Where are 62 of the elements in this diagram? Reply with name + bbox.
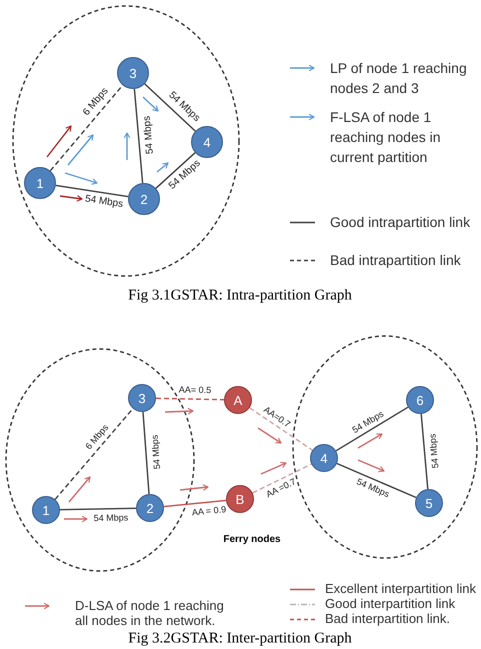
link-line <box>144 83 196 132</box>
node-circle <box>415 489 443 517</box>
node-label: 2 <box>140 192 148 206</box>
legend-text: D-LSA of node 1 reaching all nodes in the network. <box>75 598 225 628</box>
node-circle <box>136 494 164 522</box>
node-label: A <box>234 394 242 406</box>
node-circle <box>406 386 434 414</box>
legend-text: F-LSA of node 1 reaching nodes in current partition <box>330 108 442 167</box>
edge-label: 54 Mbps <box>355 476 392 500</box>
dashed-link-line <box>54 408 134 500</box>
legend-text: Bad intrapartition link <box>330 251 461 270</box>
legend-text: Good intrapartition link <box>330 213 470 232</box>
edge-label: 54 Mbps <box>350 408 386 436</box>
link-line <box>420 414 428 490</box>
link-line <box>155 152 196 189</box>
link-line <box>336 406 408 452</box>
node-label: 2 <box>146 502 154 514</box>
node-label: 4 <box>320 452 328 464</box>
node-label: 1 <box>42 504 50 516</box>
edge-label: AA = 0.9 <box>192 504 227 518</box>
partition-ellipse <box>12 5 240 277</box>
node-label: B <box>236 492 244 506</box>
link-line <box>164 500 226 508</box>
legend-text: Good interpartition link <box>325 596 456 611</box>
node-circle <box>117 57 149 89</box>
link-line <box>56 184 128 198</box>
node-circle <box>32 496 60 524</box>
edge-label: 54 Mbps <box>150 434 162 470</box>
legend-text: Bad interpartition link. <box>325 611 450 626</box>
edge-label: 54 Mbps <box>84 193 124 211</box>
legend-text: Excellent interpartition link <box>325 581 476 596</box>
dashed-link-line <box>50 84 124 172</box>
node-circle <box>224 386 252 414</box>
node-label: 1 <box>36 176 44 190</box>
node-label: 4 <box>203 136 211 148</box>
node-circle <box>128 183 160 215</box>
dashed-link-line <box>156 398 224 400</box>
node-circle <box>128 384 156 412</box>
edge-label: 54 Mbps <box>141 115 156 155</box>
link-line <box>60 508 136 510</box>
link-line <box>142 412 150 494</box>
edge-label: 54 Mbps <box>93 512 128 524</box>
dashed-link-line <box>252 463 312 494</box>
node-label: 6 <box>416 394 424 406</box>
node-circle <box>310 444 338 472</box>
figure-caption: Fig 3.2GSTAR: Inter-partition Graph <box>128 630 352 648</box>
node-label: 5 <box>425 496 433 510</box>
edge-label: AA =0.7 <box>264 476 298 500</box>
node-circle <box>226 485 254 513</box>
node-label: 3 <box>138 392 146 404</box>
link-line <box>336 462 416 498</box>
edge-label: AA= 0.5 <box>178 384 212 396</box>
dashed-link-line <box>249 407 313 451</box>
link-line <box>134 88 144 184</box>
group-label: Ferry nodes <box>223 534 281 546</box>
edge-label: 54 Mbps <box>426 433 440 468</box>
legend-text: LP of node 1 reaching nodes 2 and 3 <box>330 59 468 98</box>
partition-ellipse <box>292 335 478 559</box>
node-circle <box>191 126 223 158</box>
node-circle <box>24 167 56 199</box>
node-label: 3 <box>129 66 137 80</box>
figure-caption: Fig 3.1GSTAR: Intra-partition Graph <box>128 288 352 304</box>
